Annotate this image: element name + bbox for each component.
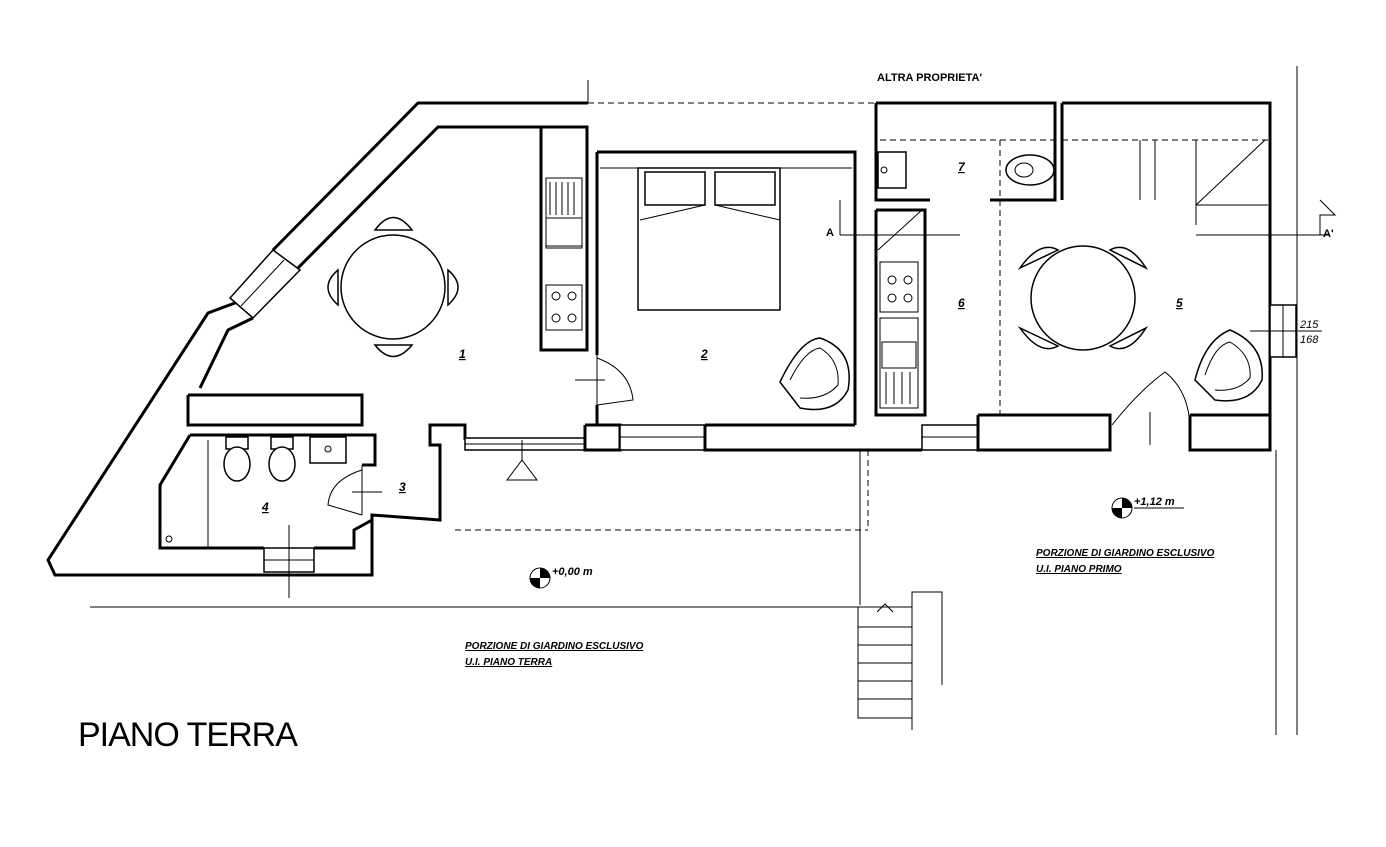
- room-number-6: 6: [958, 296, 965, 310]
- exterior-stair: [857, 591, 943, 730]
- toilet-icon: [223, 436, 251, 482]
- toilet-icon: [1005, 154, 1055, 186]
- room-number-1: 1: [459, 347, 466, 361]
- sink-icon: [549, 182, 575, 215]
- garden-upper-line1: PORZIONE DI GIARDINO ESCLUSIVO: [1036, 548, 1215, 559]
- room-number-2: 2: [700, 347, 708, 361]
- room-number-4: 4: [261, 500, 269, 514]
- level-upper-label: +1,12 m: [1134, 496, 1175, 508]
- section-line: [839, 199, 1337, 236]
- section-mark-left: A: [826, 227, 834, 239]
- armchair-icon: [1194, 329, 1263, 402]
- kitchen-unit-room-6: [877, 209, 923, 409]
- level-ground-label: +0,00 m: [552, 566, 593, 578]
- dining-table-room-5: [1017, 245, 1149, 351]
- property-boundary: [587, 66, 1298, 735]
- left-wing-walls: [46, 101, 588, 598]
- plan-title: PIANO TERRA: [78, 716, 298, 754]
- right-unit-walls: [874, 101, 1297, 445]
- bidet-icon: [268, 436, 296, 482]
- stove-icon: [545, 284, 583, 331]
- top-neighbor-label: ALTRA PROPRIETA': [877, 72, 982, 84]
- garden-boundaries: [90, 450, 912, 608]
- washbasin-icon: [309, 436, 347, 464]
- section-mark-right: A': [1323, 228, 1334, 240]
- drain-icon: [165, 535, 173, 543]
- washbasin-icon: [877, 151, 907, 189]
- dining-table-room-1: [327, 216, 459, 358]
- bed-icon: [637, 167, 781, 311]
- garden-upper-line2: U.I. PIANO PRIMO: [1036, 564, 1122, 575]
- front-wall: [464, 413, 1272, 481]
- kitchen-unit-room-1: [539, 125, 634, 427]
- garden-ground-line1: PORZIONE DI GIARDINO ESCLUSIVO: [465, 641, 644, 652]
- level-marker-icon: [529, 567, 551, 589]
- room-number-7: 7: [958, 160, 966, 174]
- room-number-5: 5: [1176, 296, 1183, 310]
- level-marker-icon: [1111, 497, 1133, 519]
- window-width: 215: [1299, 319, 1319, 331]
- armchair-icon: [779, 337, 850, 411]
- garden-ground-line2: U.I. PIANO TERRA: [465, 657, 552, 668]
- window-height: 168: [1300, 334, 1319, 346]
- room-number-3: 3: [399, 480, 406, 494]
